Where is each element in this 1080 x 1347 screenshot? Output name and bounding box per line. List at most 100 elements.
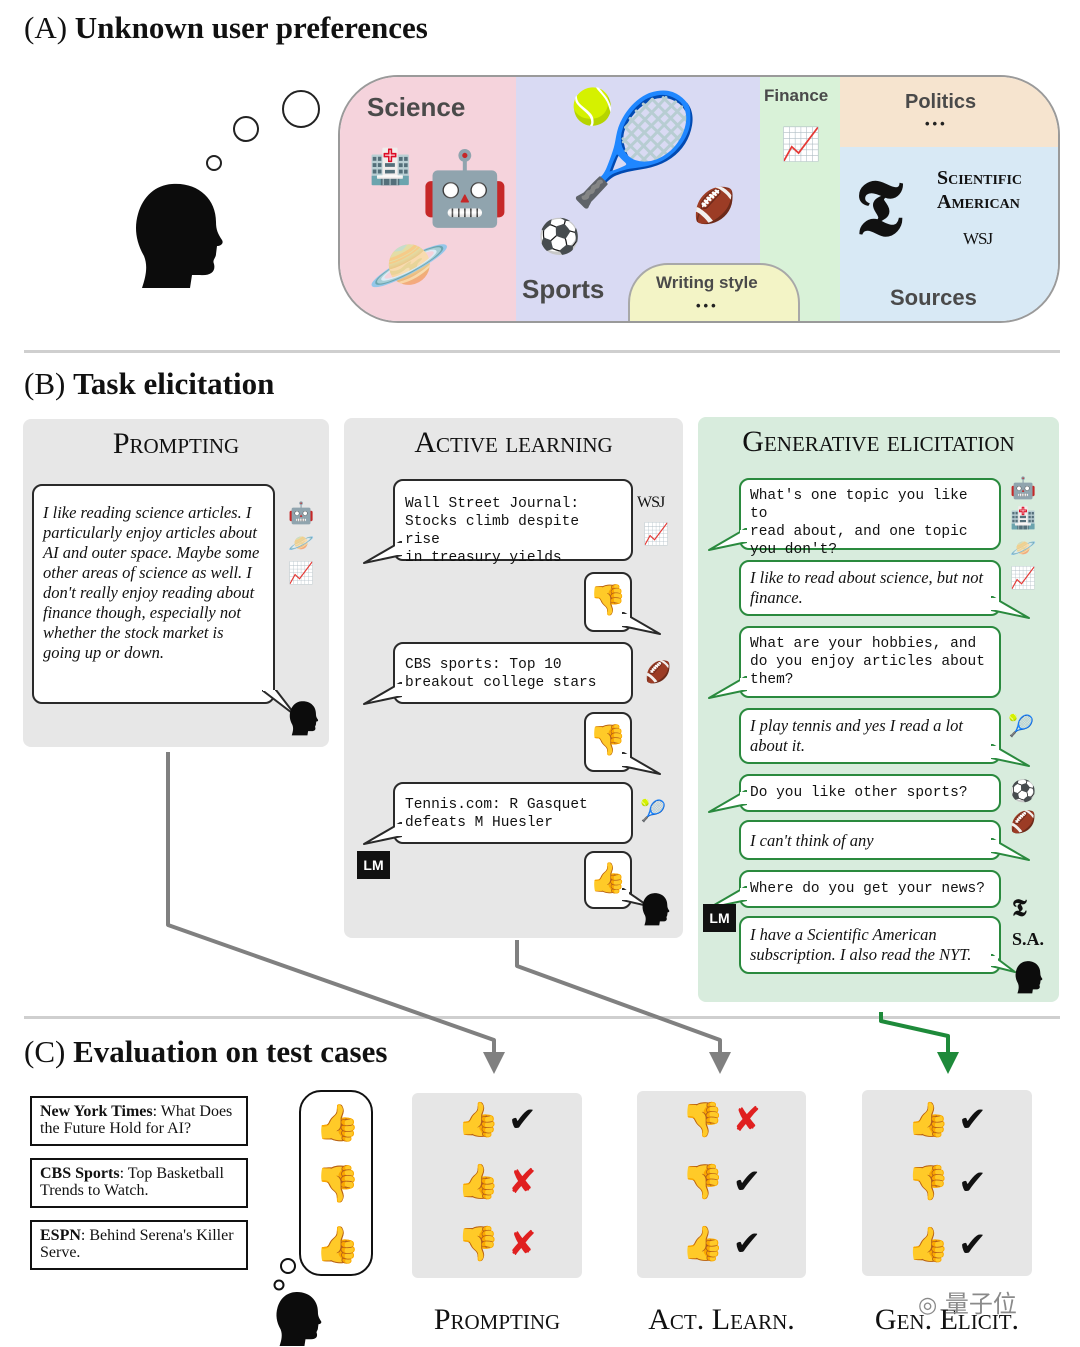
thinking-head-icon (136, 183, 223, 288)
bubble-tail (622, 888, 649, 907)
test-case-text: : What Does the Future Hold for AI? (40, 1103, 233, 1137)
bubble-tail (622, 612, 661, 635)
gen-elicit-method-label: Gen. Elicit. (874, 1303, 1020, 1336)
football-icon: 🏈 (693, 186, 736, 226)
sources-region (840, 147, 1058, 321)
sciam-line-1: Scientific (937, 167, 1023, 189)
test-case: CBS Sports: Top Basketball Trends to Wat… (30, 1158, 248, 1208)
planet-icon: 🪐 (368, 226, 451, 303)
bubble-tail (991, 838, 1030, 861)
thumbs-down-icon: 👎 (457, 1224, 500, 1264)
result-row: 👎 ✘ (412, 1227, 582, 1262)
ge-turn-text: What are your hobbies, and do you enjoy … (750, 636, 985, 688)
ge-lm-bubble: Where do you get your news? (739, 870, 1001, 908)
football-icon: 🏈 (645, 660, 672, 684)
writing-style-region (628, 263, 800, 321)
thumbs-down-icon: 👎 (681, 1100, 725, 1140)
active-learning-arrow (515, 940, 722, 1056)
politics-region (840, 77, 1058, 149)
result-row: 👍 ✔ (862, 1103, 1032, 1138)
ge-lm-bubble: Do you like other sports? (739, 774, 1001, 812)
thought-bubble-icon (206, 90, 320, 171)
bubble-tail (708, 790, 747, 813)
result-row: 👍 ✔ (637, 1227, 806, 1262)
test-case: ESPN: Behind Serena's Killer Serve. (30, 1220, 248, 1270)
test-case-text: : Behind Serena's Killer Serve. (40, 1227, 234, 1261)
user-head-icon (1015, 961, 1043, 994)
sciam-line-2: American (937, 191, 1020, 213)
user-head-icon (642, 893, 670, 926)
scientific-american-logo: S.A. (1012, 929, 1045, 949)
sports-label: Sports (522, 274, 605, 304)
thought-bubble-icon (273, 1258, 296, 1291)
check-icon: ✔ (508, 1100, 537, 1140)
ge-turn-text: I have a Scientific American subscriptio… (750, 925, 972, 964)
test-case-source: ESPN (40, 1227, 81, 1244)
al-item-text: Wall Street Journal: Stocks climb despit… (405, 496, 580, 566)
politics-more: ••• (925, 116, 948, 131)
flow-arrows (166, 752, 959, 1074)
thumbs-up-icon: 👍 (315, 1103, 360, 1144)
prompting-arrowhead (483, 1052, 505, 1074)
al-item-bubble: Wall Street Journal: Stocks climb despit… (393, 479, 633, 566)
ge-turn-text: Do you like other sports? (750, 785, 968, 801)
lm-badge: LM (703, 904, 736, 932)
active-learning-method-label: Act. Learn. (648, 1303, 795, 1336)
bubble-tail (363, 541, 402, 564)
thumbs-down-icon: 👎 (907, 1163, 950, 1203)
ge-user-bubble: I can't think of any (739, 820, 1001, 860)
thumbs-up-icon: 👍 (589, 861, 627, 896)
tennis-ball-icon: 🎾 (640, 799, 667, 823)
gen-elicit-arrow (879, 1012, 950, 1056)
bubble-tail (991, 744, 1030, 767)
chart-icon: 📈 (643, 522, 670, 546)
prompting-user-text: I like reading science articles. I parti… (43, 503, 260, 662)
result-row: 👎 ✔ (637, 1165, 806, 1200)
thumbs-up-icon: 👍 (681, 1224, 725, 1264)
scientific-american-logo: Scientific American (937, 166, 1022, 214)
bubble-tail (262, 690, 297, 717)
robot-icon: 🤖 (420, 146, 510, 230)
wechat-icon: ◎ (918, 1293, 938, 1318)
divider-a-b (24, 350, 1060, 353)
chart-icon: 📈 (1010, 566, 1037, 590)
watermark: ◎ 量子位 (918, 1284, 1017, 1319)
thumbs-up-icon: 👍 (315, 1225, 360, 1266)
ge-lm-bubble: What are your hobbies, and do you enjoy … (739, 626, 1001, 698)
prompting-user-bubble: I like reading science articles. I parti… (32, 484, 275, 704)
bubble-tail (363, 682, 402, 705)
gen-elicit-arrowhead (937, 1052, 959, 1074)
cross-icon: ✘ (508, 1224, 537, 1264)
soccer-ball-icon: ⚽ (1010, 779, 1037, 803)
bubble-tail (622, 752, 661, 775)
result-row: 👍 ✔ (862, 1228, 1032, 1263)
panel-a-title: (A) Unknown user preferences (24, 10, 428, 45)
hospital-icon: 🏥 (369, 147, 412, 187)
check-icon: ✔ (958, 1163, 987, 1203)
active-learning-arrowhead (709, 1052, 731, 1074)
chart-icon: 📈 (781, 125, 821, 163)
sources-label: Sources (890, 285, 977, 310)
divider-b-c (24, 1016, 1060, 1019)
chart-icon: 📈 (288, 561, 315, 585)
thumbs-up-icon: 👍 (907, 1100, 950, 1140)
al-item-text: Tennis.com: R Gasquet defeats M Huesler (405, 797, 588, 831)
planet-icon: 🪐 (1010, 536, 1037, 560)
thumbs-down-icon: 👎 (681, 1162, 725, 1202)
ge-turn-text: I can't think of any (750, 831, 874, 850)
result-row: 👎 ✘ (637, 1103, 806, 1138)
thumbs-down-icon: 👎 (589, 583, 627, 618)
ge-user-bubble: I play tennis and yes I read a lot about… (739, 708, 1001, 764)
test-case-text: : Top Basketball Trends to Watch. (40, 1165, 224, 1199)
check-icon: ✔ (958, 1225, 987, 1265)
result-row: 👎 ✔ (862, 1166, 1032, 1201)
bubble-tail (708, 528, 747, 551)
al-item-bubble: Tennis.com: R Gasquet defeats M Huesler (393, 782, 633, 844)
writing-style-label: Writing style (656, 273, 758, 292)
wsj-logo: WSJ (637, 494, 665, 511)
generative-elicitation-title: Generative elicitation (742, 425, 1015, 458)
thumbs-up-icon: 👍 (457, 1100, 500, 1140)
ge-turn-text: What's one topic you like to read about,… (750, 488, 968, 558)
tennis-ball-icon: 🎾 (566, 87, 701, 212)
panel-b-title: (B) Task elicitation (24, 366, 275, 401)
